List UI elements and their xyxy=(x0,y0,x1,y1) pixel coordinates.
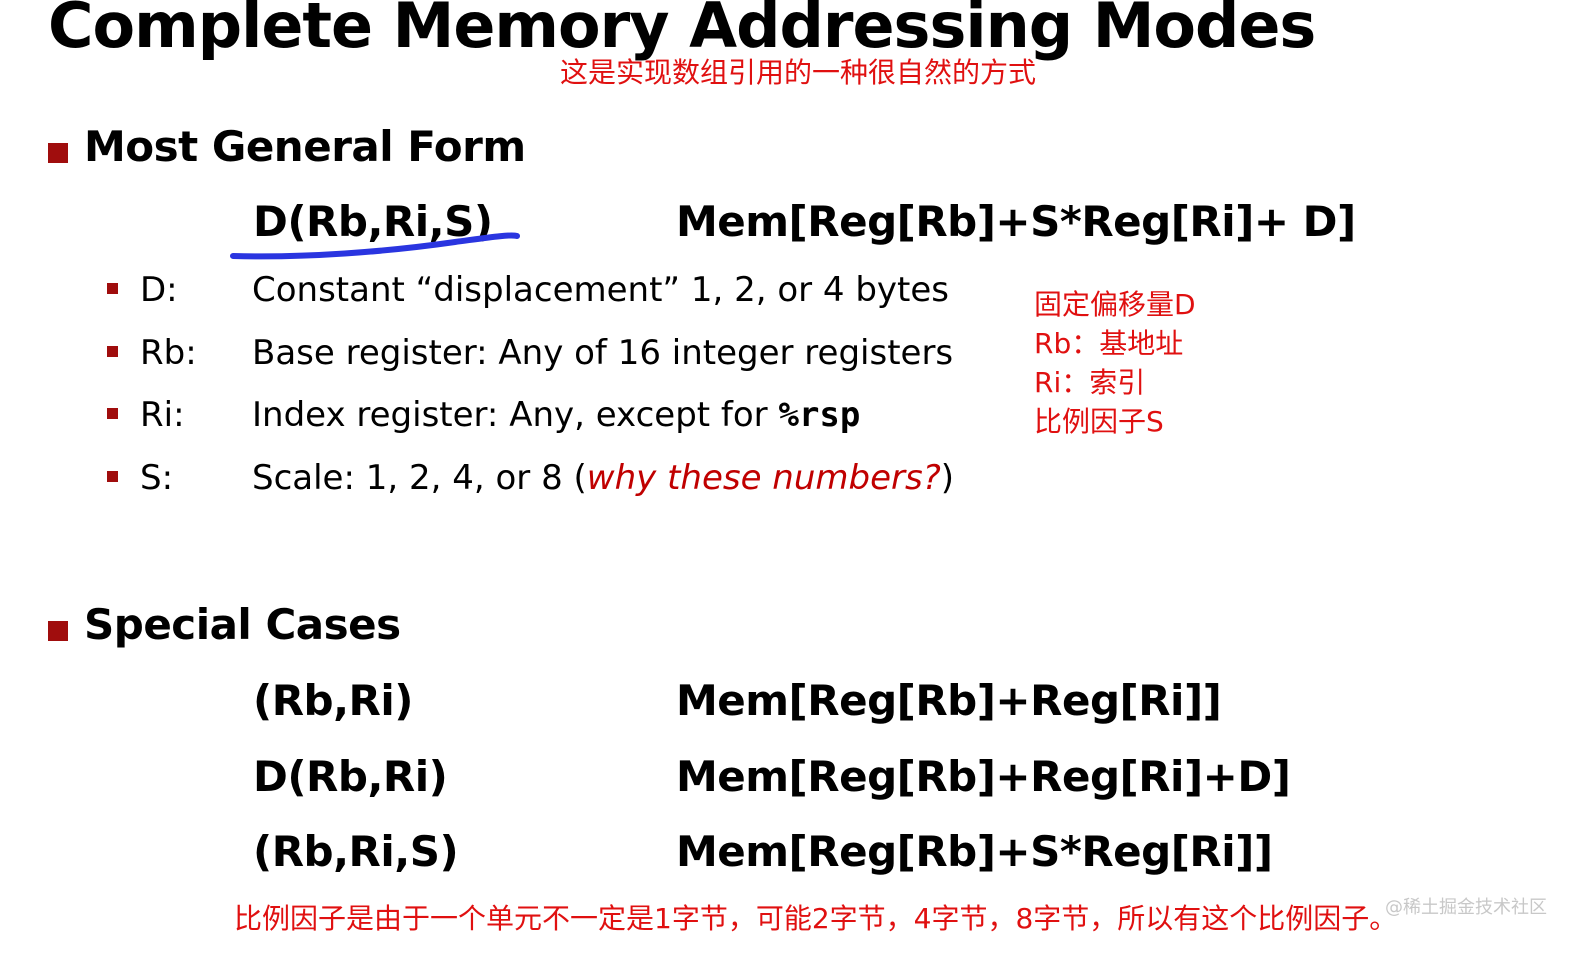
side-note: Ri：索引 xyxy=(1034,366,1146,399)
section-heading-special: Special Cases xyxy=(84,600,401,649)
general-syntax: D(Rb,Ri,S) xyxy=(253,197,493,246)
footer-annotation: 比例因子是由于一个单元不一定是1字节，可能2字节，4字节，8字节，所以有这个比例… xyxy=(234,902,1398,935)
side-note: Rb：基地址 xyxy=(1034,327,1184,360)
page-title: Complete Memory Addressing Modes xyxy=(48,0,1316,62)
side-note: 固定偏移量D xyxy=(1034,288,1196,321)
special-meaning: Mem[Reg[Rb]+Reg[Ri]+D] xyxy=(676,752,1291,801)
register-code: %rsp xyxy=(778,395,861,435)
title-annotation: 这是实现数组引用的一种很自然的方式 xyxy=(560,56,1037,89)
watermark: @稀土掘金技术社区 xyxy=(1385,897,1547,918)
bullet xyxy=(107,471,118,482)
term-s: S: xyxy=(140,458,174,498)
term-rb: Rb: xyxy=(140,333,197,373)
section-heading-general: Most General Form xyxy=(84,122,526,171)
section-bullet xyxy=(48,621,68,641)
term-ri: Ri: xyxy=(140,395,185,435)
bullet xyxy=(107,346,118,357)
section-bullet xyxy=(48,143,68,163)
special-syntax: D(Rb,Ri) xyxy=(253,752,448,801)
special-meaning: Mem[Reg[Rb]+Reg[Ri]] xyxy=(676,676,1222,725)
desc-s: Scale: 1, 2, 4, or 8 (why these numbers?… xyxy=(252,458,955,498)
bullet xyxy=(107,408,118,419)
side-note: 比例因子S xyxy=(1034,405,1164,438)
general-meaning: Mem[Reg[Rb]+S*Reg[Ri]+ D] xyxy=(676,197,1356,246)
why-question: why these numbers? xyxy=(586,458,941,498)
desc-d: Constant “displacement” 1, 2, or 4 bytes xyxy=(252,270,950,310)
special-syntax: (Rb,Ri,S) xyxy=(253,827,459,876)
term-d: D: xyxy=(140,270,178,310)
special-meaning: Mem[Reg[Rb]+S*Reg[Ri]] xyxy=(676,827,1273,876)
special-syntax: (Rb,Ri) xyxy=(253,676,414,725)
desc-rb: Base register: Any of 16 integer registe… xyxy=(252,333,954,373)
handwritten-underline xyxy=(230,232,520,260)
desc-ri: Index register: Any, except for %rsp xyxy=(252,395,861,435)
bullet xyxy=(107,283,118,294)
